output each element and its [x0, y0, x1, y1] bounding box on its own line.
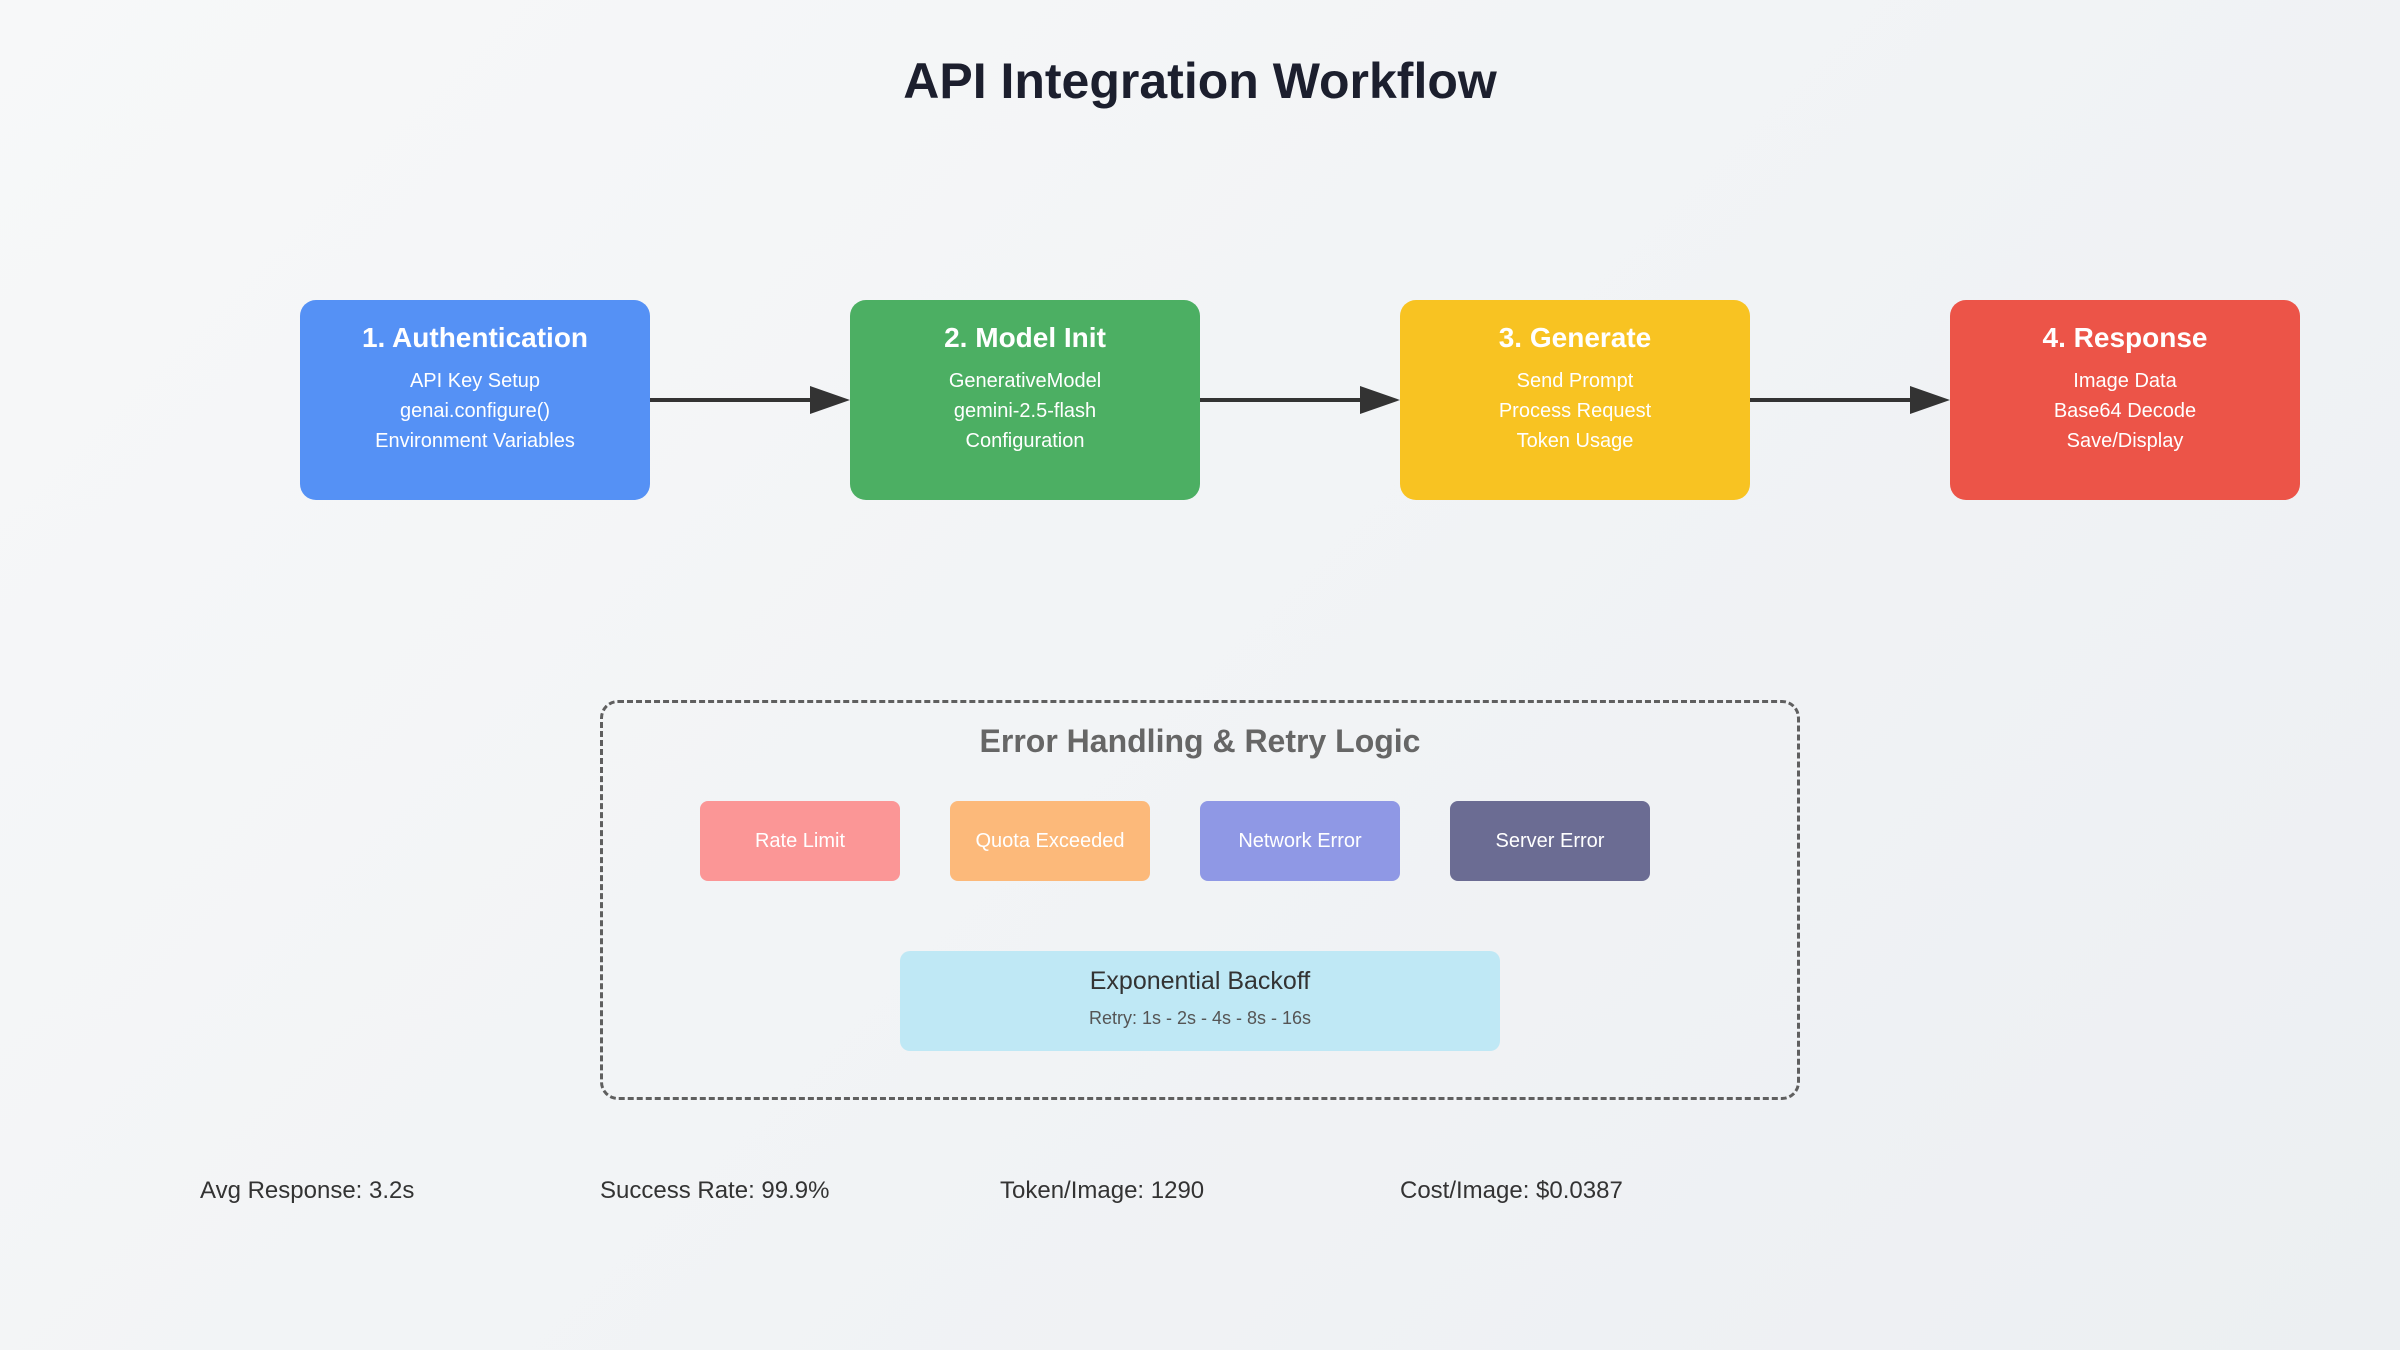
error-handling-title: Error Handling & Retry Logic	[979, 723, 1421, 759]
step-detail: Image Data	[2073, 370, 2177, 392]
exponential-backoff-box: Exponential Backoff Retry: 1s - 2s - 4s …	[900, 951, 1500, 1051]
step-detail: Send Prompt	[1516, 370, 1634, 392]
step-detail: genai.configure()	[399, 400, 551, 422]
step-detail: Save/Display	[2066, 430, 2184, 452]
error-handling-panel: Error Handling & Retry Logic Rate Limit …	[600, 700, 1800, 1100]
backoff-title: Exponential Backoff	[1089, 967, 1311, 995]
error-network: Network Error	[1200, 801, 1400, 881]
metric-avg-response: Avg Response: 3.2s	[200, 1177, 415, 1204]
step-detail: GenerativeModel	[948, 370, 1102, 392]
step-detail: API Key Setup	[409, 370, 541, 392]
step-authentication: 1. Authentication API Key Setup genai.co…	[300, 300, 650, 500]
error-server: Server Error	[1450, 801, 1650, 881]
step-detail: gemini-2.5-flash	[953, 400, 1097, 422]
page-title: API Integration Workflow	[903, 53, 1497, 109]
step-detail: Process Request	[1498, 400, 1652, 422]
backoff-detail: Retry: 1s - 2s - 4s - 8s - 16s	[1088, 1008, 1312, 1028]
step-title: 3. Generate	[1498, 322, 1652, 353]
step-title: 1. Authentication	[361, 322, 589, 353]
step-title: 4. Response	[2042, 322, 2208, 353]
step-detail: Configuration	[965, 430, 1085, 452]
flow-arrow	[650, 382, 850, 418]
step-detail: Environment Variables	[375, 430, 575, 452]
metric-cost-per-image: Cost/Image: $0.0387	[1400, 1177, 1623, 1204]
step-response: 4. Response Image Data Base64 Decode Sav…	[1950, 300, 2300, 500]
flow-arrow	[1200, 382, 1400, 418]
error-rate-limit: Rate Limit	[700, 801, 900, 881]
flow-arrow	[1750, 382, 1950, 418]
step-title: 2. Model Init	[944, 322, 1106, 353]
step-detail: Token Usage	[1516, 430, 1634, 452]
metric-token-per-image: Token/Image: 1290	[1000, 1177, 1205, 1204]
error-quota-exceeded: Quota Exceeded	[950, 801, 1150, 881]
step-model-init: 2. Model Init GenerativeModel gemini-2.5…	[850, 300, 1200, 500]
step-detail: Base64 Decode	[2053, 400, 2197, 422]
step-generate: 3. Generate Send Prompt Process Request …	[1400, 300, 1750, 500]
metric-success-rate: Success Rate: 99.9%	[600, 1177, 830, 1204]
